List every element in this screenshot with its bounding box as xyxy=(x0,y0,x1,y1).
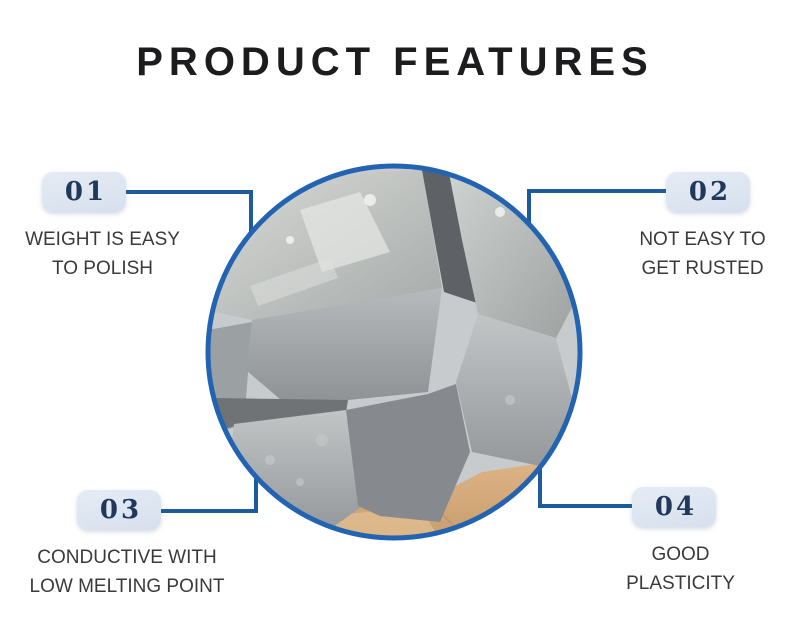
feature-03-badge: 03 xyxy=(77,490,161,530)
photo-ingot-lower-left xyxy=(228,410,360,532)
feature-04-number: 04 xyxy=(654,492,698,522)
photo-circle-border xyxy=(205,163,583,541)
feature-01-label: WEIGHT IS EASY TO POLISH xyxy=(0,225,205,283)
feature-04-line-1: GOOD xyxy=(651,544,710,565)
feature-04-line-2: PLASTICITY xyxy=(626,573,735,594)
feature-03-line-1: CONDUCTIVE WITH xyxy=(37,547,217,568)
feature-02-line-2: GET RUSTED xyxy=(641,258,764,279)
feature-03-number: 03 xyxy=(99,495,143,525)
feature-01-number: 01 xyxy=(64,177,108,207)
feature-02-label: NOT EASY TO GET RUSTED xyxy=(600,225,790,283)
photo-ingot-gap xyxy=(422,168,480,304)
photo-ingot-upper-left-front xyxy=(246,288,442,406)
feature-01-line-1: WEIGHT IS EASY xyxy=(25,229,180,250)
feature-03: 03 CONDUCTIVE WITH LOW MELTING POINT xyxy=(17,490,237,601)
feature-04: 04 GOOD PLASTICITY xyxy=(578,487,783,598)
feature-04-badge: 04 xyxy=(632,487,716,527)
feature-03-line-2: LOW MELTING POINT xyxy=(29,576,225,597)
connector-line-04 xyxy=(538,458,636,508)
feature-01: 01 WEIGHT IS EASY TO POLISH xyxy=(0,172,205,283)
feature-02: 02 NOT EASY TO GET RUSTED xyxy=(600,172,790,283)
photo-ingot-right-front xyxy=(456,314,574,468)
feature-03-label: CONDUCTIVE WITH LOW MELTING POINT xyxy=(17,543,237,601)
feature-04-label: GOOD PLASTICITY xyxy=(578,540,783,598)
connector-line-03 xyxy=(158,470,258,513)
connector-line-01 xyxy=(124,190,253,238)
feature-01-badge: 01 xyxy=(42,172,126,212)
feature-02-line-1: NOT EASY TO xyxy=(639,229,766,250)
feature-02-badge: 02 xyxy=(666,172,750,212)
feature-01-line-2: TO POLISH xyxy=(51,258,153,279)
page-title: PRODUCT FEATURES xyxy=(136,40,654,84)
connector-line-02 xyxy=(527,189,668,230)
feature-02-number: 02 xyxy=(688,177,732,207)
